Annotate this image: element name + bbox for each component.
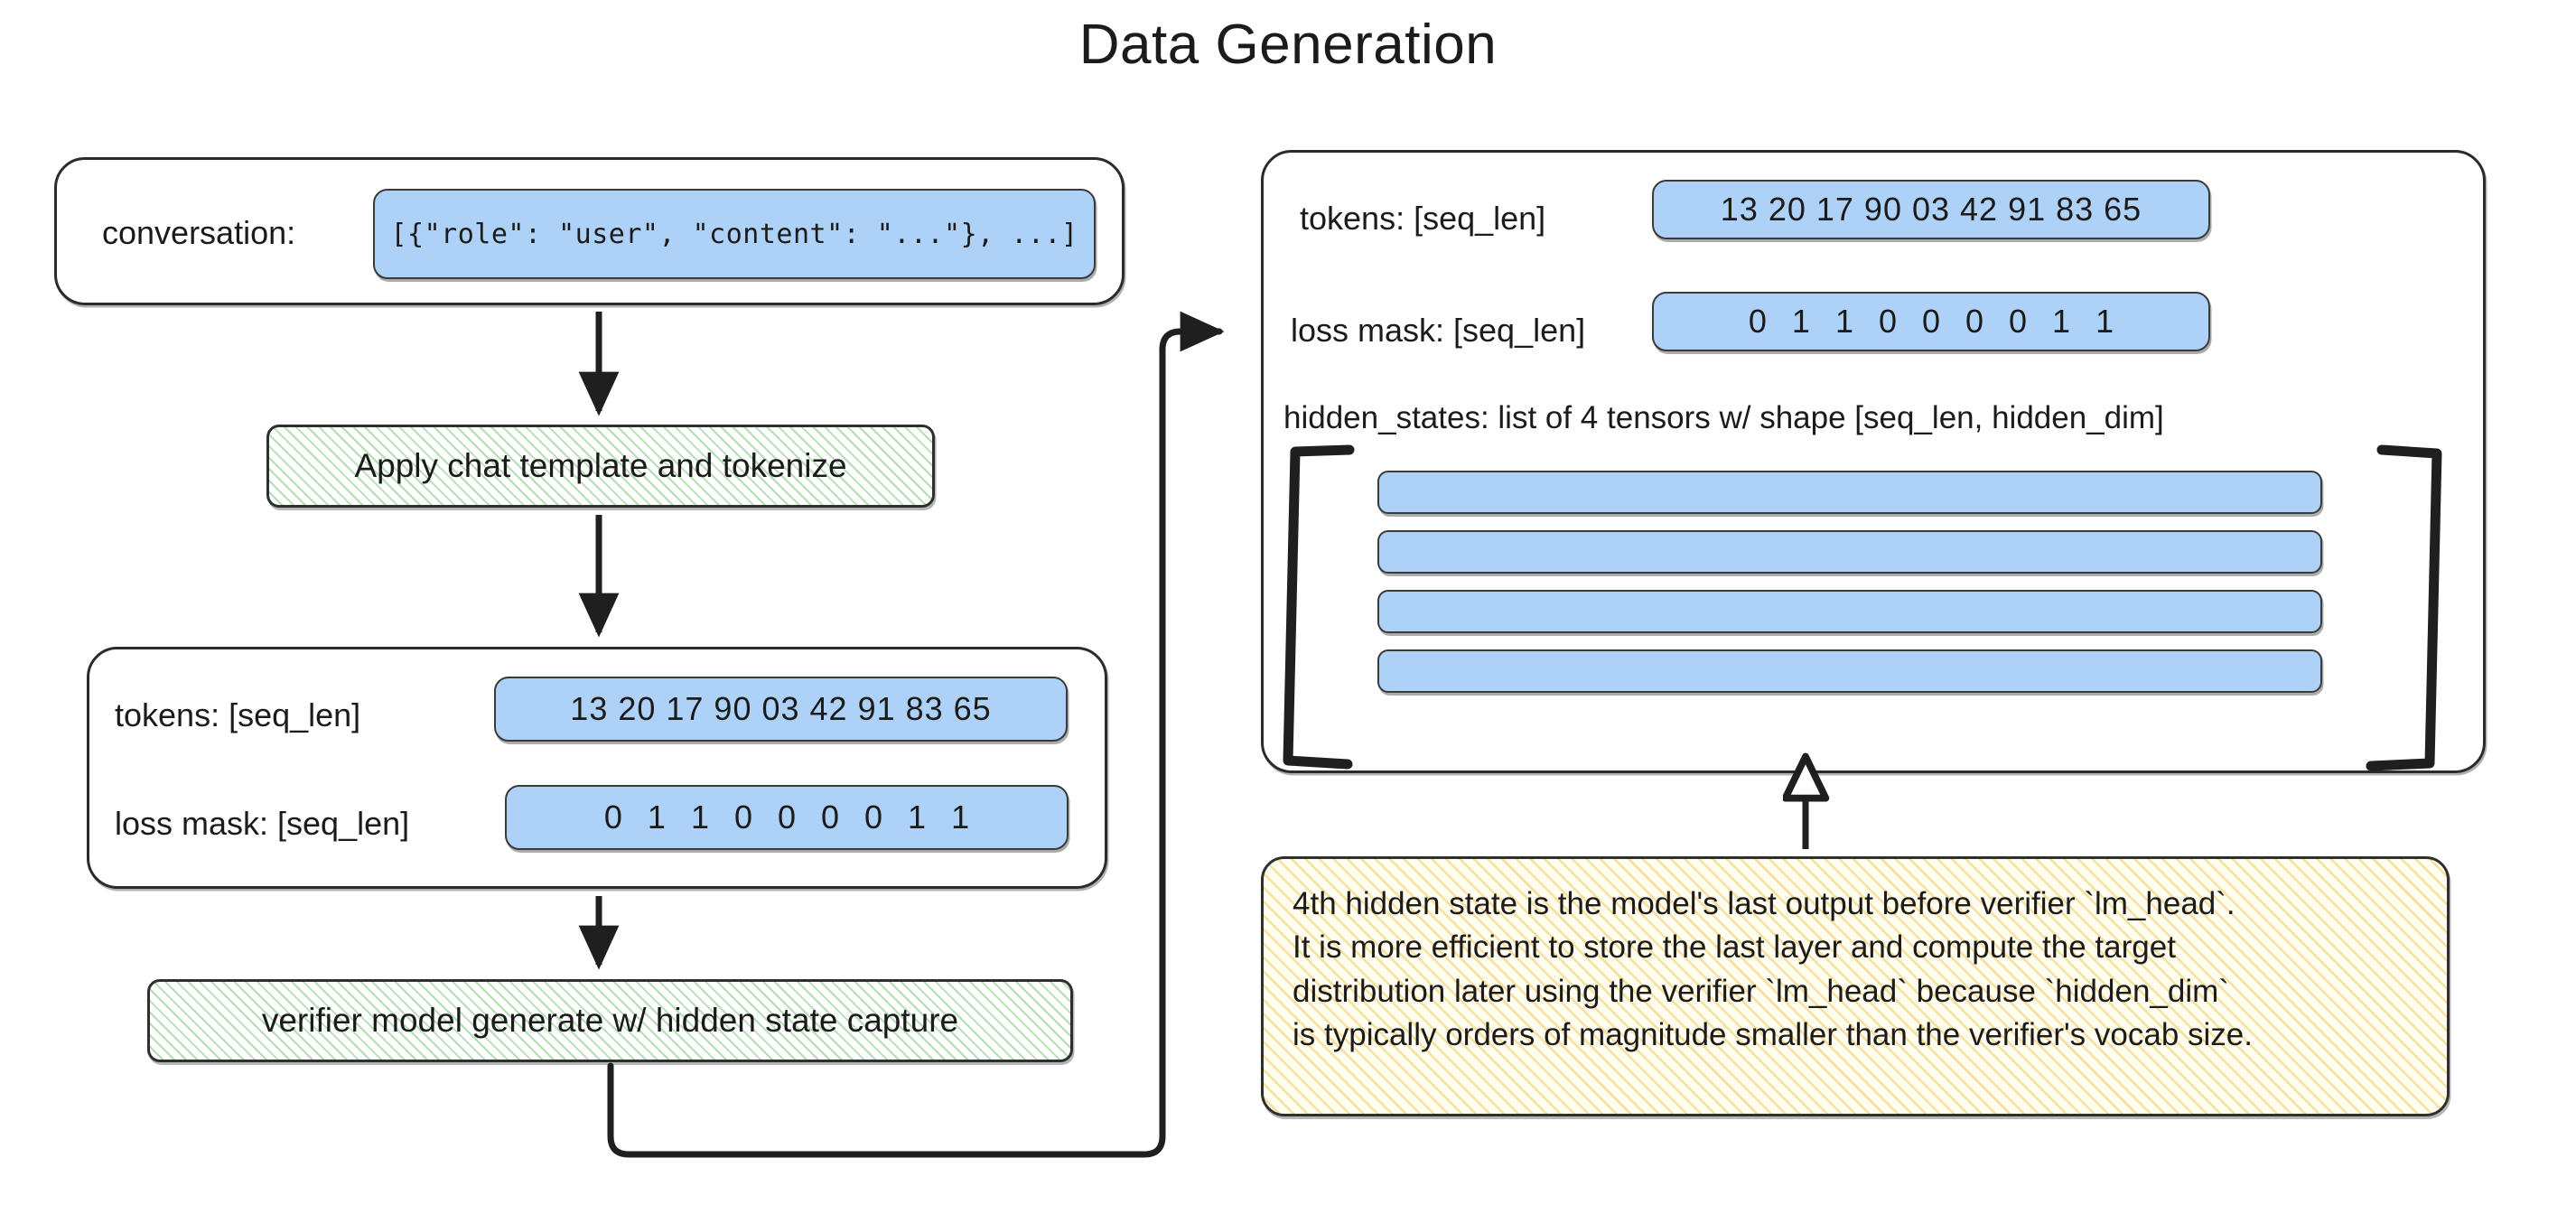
output-panel: tokens: [seq_len] 13 20 17 90 03 42 91 8…: [1261, 150, 2486, 773]
note-line-4: is typically orders of magnitude smaller…: [1293, 1016, 2253, 1052]
loss-mask-label: loss mask: [seq_len]: [115, 805, 410, 842]
process-apply-chat-template-label: Apply chat template and tokenize: [354, 447, 847, 484]
output-tokens-label: tokens: [seq_len]: [1300, 200, 1546, 237]
tokens-value-chip: 13 20 17 90 03 42 91 83 65: [494, 677, 1068, 742]
conversation-panel: conversation: [{"role": "user", "content…: [54, 157, 1125, 305]
page-title: Data Generation: [1078, 14, 1498, 76]
hidden-state-bar-3: [1377, 590, 2322, 633]
hidden-state-bar-2: [1377, 530, 2322, 574]
output-tokens-value-chip: 13 20 17 90 03 42 91 83 65: [1652, 180, 2210, 239]
output-loss-mask-label: loss mask: [seq_len]: [1291, 312, 1586, 349]
note-line-1: 4th hidden state is the model's last out…: [1293, 886, 2235, 921]
loss-mask-value-chip: 0 1 1 0 0 0 0 1 1: [505, 785, 1069, 850]
note-line-3: distribution later using the verifier `l…: [1293, 973, 2229, 1009]
output-loss-mask-value-chip: 0 1 1 0 0 0 0 1 1: [1652, 292, 2210, 351]
note-line-2: It is more efficient to store the last l…: [1293, 929, 2176, 966]
process-verifier-generate-label: verifier model generate w/ hidden state …: [261, 1002, 959, 1039]
process-apply-chat-template: Apply chat template and tokenize: [266, 425, 935, 508]
tokens-panel: tokens: [seq_len] 13 20 17 90 03 42 91 8…: [87, 647, 1107, 889]
conversation-label: conversation:: [102, 214, 296, 251]
hidden-state-bar-4: [1377, 649, 2322, 693]
conversation-value-chip: [{"role": "user", "content": "..."}, ...…: [373, 189, 1096, 279]
hidden-state-bar-1: [1377, 471, 2322, 514]
process-verifier-generate: verifier model generate w/ hidden state …: [147, 979, 1073, 1062]
tokens-label: tokens: [seq_len]: [115, 696, 361, 733]
hidden-states-label: hidden_states: list of 4 tensors w/ shap…: [1283, 400, 2164, 435]
hidden-state-note: 4th hidden state is the model's last out…: [1261, 856, 2450, 1116]
